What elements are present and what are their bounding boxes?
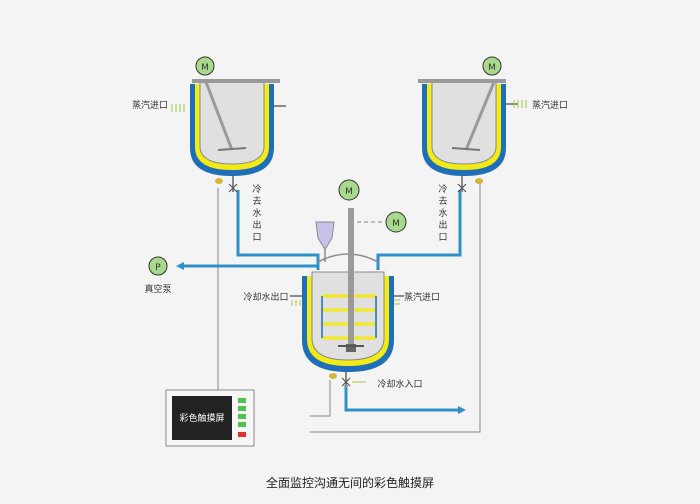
auxiliary-motor-symbol: M: [392, 219, 400, 229]
vertical-char: 去: [252, 195, 261, 207]
pipe-right-to-center: [376, 190, 462, 270]
touchscreen-button-2[interactable]: [238, 406, 246, 411]
right-tank-agitator-shaft: [464, 81, 496, 151]
vertical-char: 水: [438, 207, 447, 219]
right-tank-valve: [457, 183, 467, 193]
steam-inlet-center-label: 蒸汽进口: [404, 291, 440, 303]
right-tank-impeller: [451, 147, 481, 151]
left-tank-agitator-shaft: [204, 81, 234, 151]
left-tank-valve: [228, 183, 238, 193]
vertical-char: 出: [438, 219, 447, 231]
vacuum-pump-icon: [148, 256, 168, 276]
vertical-char: 口: [438, 233, 447, 243]
pipe-left-to-center: [236, 190, 320, 270]
right-steam-hatch: [513, 100, 527, 108]
cooling-water-inlet-label: 冷却水入口: [377, 378, 422, 390]
right-tank-drain: [475, 178, 483, 184]
touchscreen-stop-button[interactable]: [238, 432, 246, 437]
left-tank-vessel: [199, 81, 265, 165]
steam-inlet-left-label: 蒸汽进口: [132, 99, 168, 111]
vertical-char: 出: [252, 219, 261, 231]
steam-inlet-right-label: 蒸汽进口: [532, 99, 568, 111]
cooling-water-outlet-label: 冷却水出口: [243, 291, 288, 303]
center-motor-symbol: M: [345, 187, 353, 197]
touchscreen-button-4[interactable]: [238, 422, 246, 427]
center-tank-drain: [329, 373, 337, 379]
center-steam-hatch: [394, 299, 400, 305]
center-tank-impeller-hub: [346, 344, 356, 352]
center-tank-coil-risers: [321, 296, 377, 338]
left-tank-drain: [215, 178, 223, 184]
vertical-char: 冷: [252, 183, 261, 195]
vacuum-pump: P 真空泵: [144, 256, 172, 295]
vertical-char: 冷: [438, 183, 447, 195]
touchscreen-label: 彩色触摸屏: [179, 412, 224, 424]
left-motor: [195, 56, 215, 76]
vertical-char: 去: [438, 195, 447, 207]
vacuum-pump-label: 真空泵: [144, 283, 171, 295]
right-motor: [482, 56, 502, 76]
touchscreen-display[interactable]: [172, 396, 232, 440]
left-tank-impeller: [217, 147, 247, 151]
center-tank-valve: [341, 377, 351, 387]
right-tank-vessel: [431, 81, 497, 165]
signal-line-center-tank: [310, 380, 331, 417]
left-steam-hatch: [171, 104, 185, 112]
signal-line-right-tank: [310, 182, 481, 433]
cooling-outlet-vertical-label: 冷 去 水 出 口: [252, 183, 261, 243]
right-tank-lid: [418, 79, 506, 83]
center-tank-feed-hopper: [315, 221, 335, 249]
left-motor-symbol: M: [201, 63, 209, 73]
center-tank-upper-shaft: [348, 208, 354, 250]
left-tank-lid: [192, 79, 280, 83]
process-pipes: [176, 190, 466, 414]
touchscreen-button-3[interactable]: [238, 414, 246, 419]
touchscreen-button-1[interactable]: [238, 398, 246, 403]
center-motor: [338, 179, 360, 201]
vertical-char: 水: [252, 207, 261, 219]
vertical-char: 口: [252, 233, 261, 243]
touchscreen-controller[interactable]: 彩色触摸屏: [165, 389, 255, 447]
right-reactor-tank: M: [418, 56, 527, 193]
center-tank-shaft: [348, 248, 354, 344]
signal-lines: [217, 182, 481, 433]
cooling-outlet-vertical-label-right: 冷 去 水 出 口: [438, 183, 447, 243]
vacuum-pump-symbol: P: [155, 263, 161, 273]
diagram-caption: 全面监控沟通无间的彩色触摸屏: [265, 476, 434, 490]
center-cooling-out-hatch: [291, 300, 301, 306]
auxiliary-motor: [385, 211, 407, 233]
center-reactor-tank: M M: [290, 179, 407, 388]
pipe-cooling-inlet: [344, 385, 466, 414]
right-motor-symbol: M: [488, 63, 496, 73]
left-reactor-tank: M: [171, 56, 286, 193]
